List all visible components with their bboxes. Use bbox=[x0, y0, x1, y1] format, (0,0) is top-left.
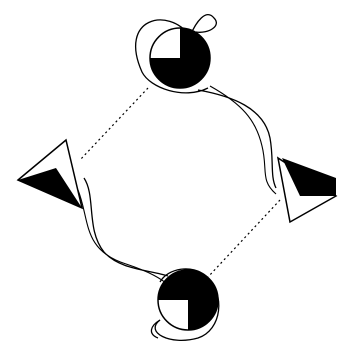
node-top bbox=[150, 28, 210, 88]
node-bottom bbox=[158, 270, 218, 330]
